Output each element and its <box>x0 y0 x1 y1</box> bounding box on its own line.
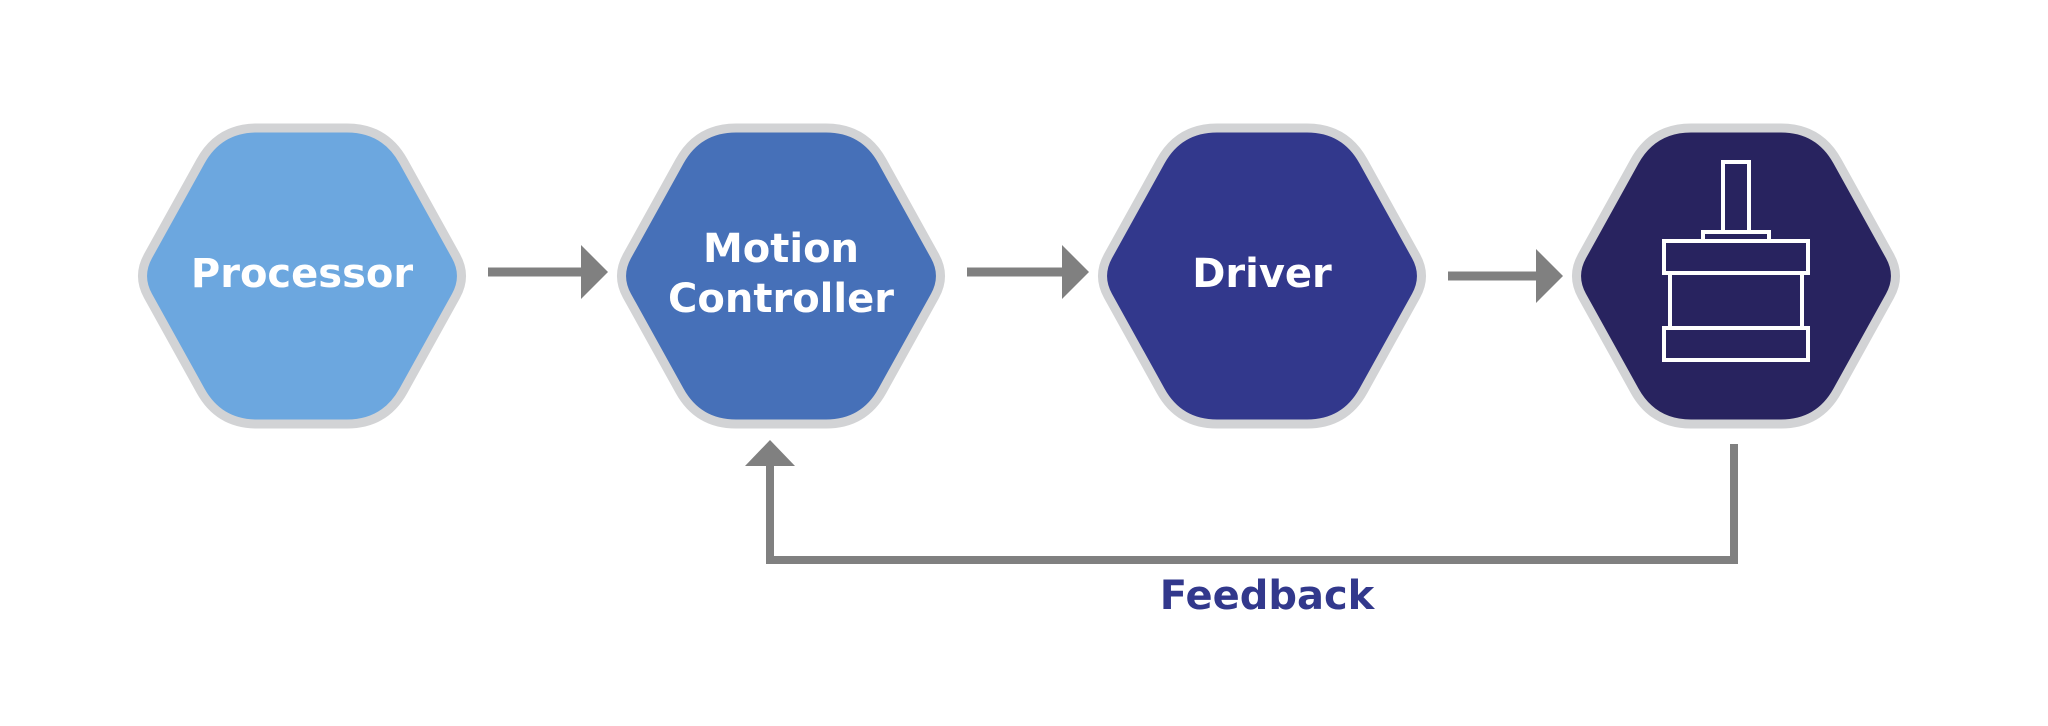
hexagon-shape <box>1098 123 1426 429</box>
hexagon-shape <box>138 123 466 429</box>
arrow-processor-to-motion-controller <box>488 245 608 299</box>
node-label: Processor <box>191 251 413 297</box>
node-processor: Processor <box>138 123 466 429</box>
node-driver: Driver <box>1098 123 1426 429</box>
arrow-motion-controller-to-driver <box>967 245 1089 299</box>
node-label: Driver <box>1192 251 1332 297</box>
hexagon-shape <box>617 123 945 429</box>
feedback-line <box>766 444 1738 564</box>
feedback-arrow-head <box>745 440 795 466</box>
stepper-motor-icon <box>1662 160 1810 362</box>
arrow-head <box>581 245 608 299</box>
arrow-driver-to-motor <box>1448 249 1563 303</box>
edges-layer <box>488 245 1738 564</box>
arrow-head <box>1536 249 1563 303</box>
hexagon-shape <box>1572 123 1900 429</box>
arrow-head <box>1062 245 1089 299</box>
node-label: Controller <box>668 276 894 322</box>
feedback-arrow <box>745 440 1738 564</box>
node-motor <box>1572 123 1900 429</box>
node-label: Motion <box>703 226 859 272</box>
feedback-label: Feedback <box>1160 573 1376 619</box>
arrow-shaft <box>488 267 582 277</box>
arrow-shaft <box>967 267 1063 277</box>
arrow-shaft <box>1448 271 1537 281</box>
